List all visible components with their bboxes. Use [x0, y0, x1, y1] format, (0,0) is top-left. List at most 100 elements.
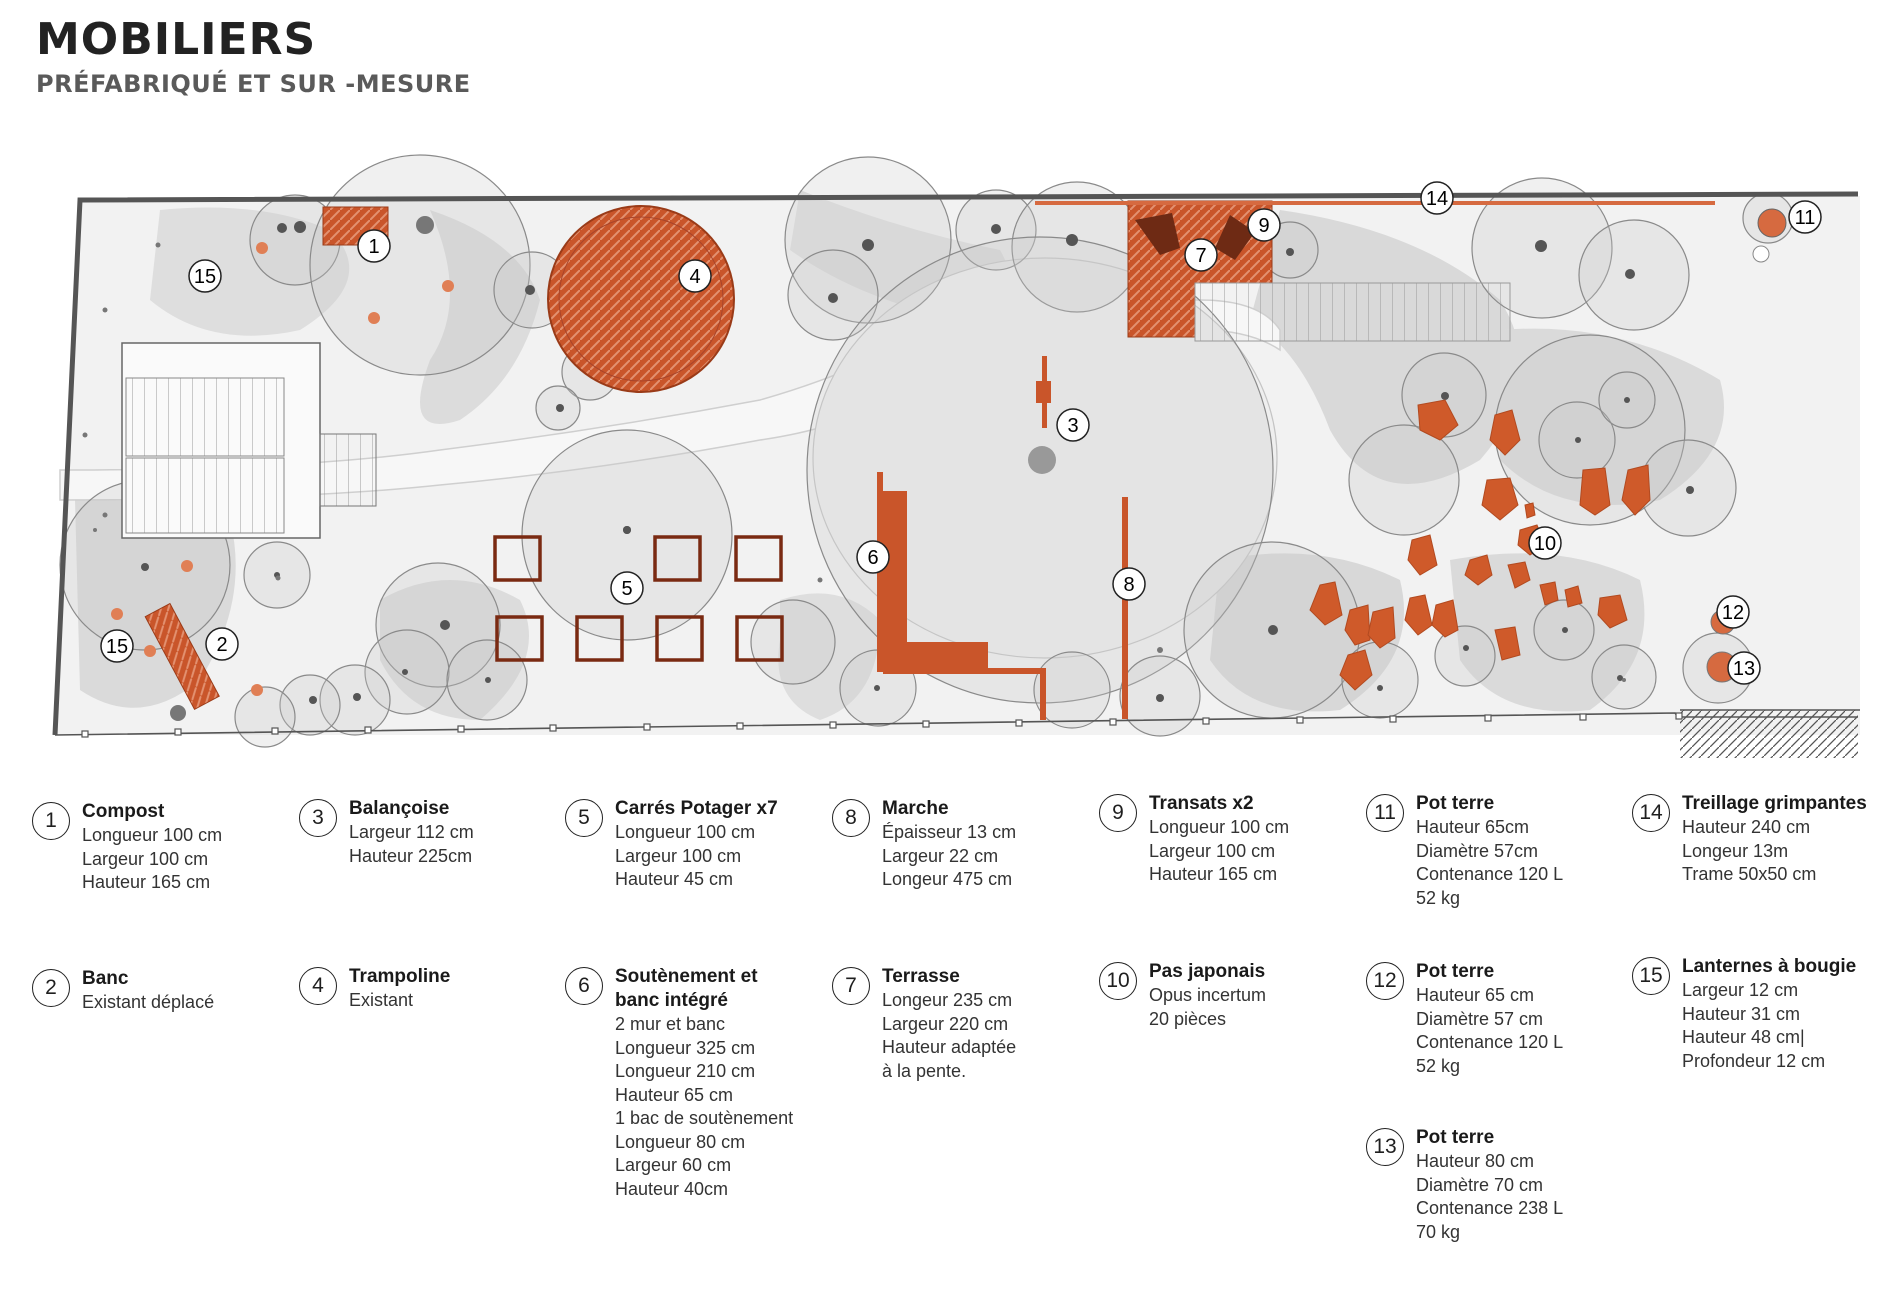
legend-line: 52 kg [1416, 1055, 1461, 1076]
legend-number: 9 [1099, 794, 1137, 832]
plan-marker[interactable]: 9 [1247, 208, 1281, 242]
tree-trunks [141, 216, 1694, 721]
legend-line: Contenance 120 L [1416, 1032, 1564, 1052]
legend-title: Trampoline [349, 966, 451, 987]
legend-line: Largeur 100 cm [82, 848, 209, 869]
transats [1135, 213, 1255, 260]
legend-title: Pot terre [1416, 793, 1495, 814]
plan-marker[interactable]: 3 [1056, 408, 1090, 442]
legend-item: 15 Lanternes à bougie Largeur 12 cm Haut… [1632, 955, 1882, 1073]
svg-text:15: 15 [194, 266, 216, 288]
legend-line: Hauteur 48 cm| [1682, 1027, 1805, 1047]
legend-number: 1 [32, 802, 70, 840]
legend-item: 10 Pas japonais Opus incertum 20 pièces [1099, 960, 1349, 1031]
legend-title: Treillage grimpantes [1682, 793, 1867, 814]
legend-line: Hauteur 45 cm [615, 869, 734, 889]
legend-title: Compost [82, 801, 165, 822]
legend-number: 4 [299, 967, 337, 1005]
legend-line: Profondeur 12 cm [1682, 1050, 1826, 1071]
legend-title: Balançoise [349, 798, 450, 819]
plan-marker-list: 1 2 3 4 5 6 7 8 9 10 11 12 13 14 15 15 [100, 181, 1822, 685]
legend-line: Diamètre 70 cm [1416, 1174, 1544, 1195]
legend-line: Longueur 210 cm [615, 1061, 756, 1081]
legend-item: 8 Marche Épaisseur 13 cm Largeur 22 cm L… [832, 797, 1082, 892]
bench [144, 602, 220, 711]
legend-line: Hauteur 40cm [615, 1178, 729, 1199]
plan-marker[interactable]: 13 [1727, 651, 1761, 685]
legend-line: 52 kg [1416, 887, 1461, 908]
legend-number: 13 [1366, 1128, 1404, 1166]
trampoline [547, 205, 735, 393]
plant-dots [82, 242, 1626, 682]
swing [1036, 356, 1051, 428]
legend-title: Pot terre [1416, 961, 1495, 982]
vegetable-beds [493, 535, 784, 662]
legend-line: Hauteur 65cm [1416, 817, 1530, 837]
legend-line: Épaisseur 13 cm [882, 822, 1017, 842]
legend-title: Marche [882, 798, 949, 819]
legend-item: 4 Trampoline Existant [299, 965, 549, 1013]
legend-line: Longueur 100 cm [615, 822, 756, 842]
legend-line: Largeur 100 cm [615, 845, 742, 866]
legend-title: Carrés Potager x7 [615, 798, 778, 819]
legend-line: Hauteur 80 cm [1416, 1151, 1535, 1171]
legend-line: Longeur 475 cm [882, 869, 1013, 889]
legend-line: Diamètre 57cm [1416, 840, 1539, 861]
legend-title: Lanternes à bougie [1682, 956, 1857, 977]
svg-text:10: 10 [1534, 533, 1556, 555]
plan-marker[interactable]: 15 [100, 629, 134, 663]
legend-item: 5 Carrés Potager x7 Longueur 100 cm Larg… [565, 797, 815, 892]
legend-line: 2 mur et banc [615, 1014, 726, 1034]
legend-line: Trame 50x50 cm [1682, 864, 1817, 884]
legend-line: Diamètre 57 cm [1416, 1008, 1544, 1029]
legend-number: 7 [832, 967, 870, 1005]
legend-item: 1 Compost Longueur 100 cm Largeur 100 cm… [32, 800, 282, 895]
legend-line: Contenance 120 L [1416, 864, 1564, 884]
legend-line: 1 bac de soutènement [615, 1108, 794, 1128]
hatched-zone [1680, 710, 1858, 758]
plan-marker[interactable]: 6 [856, 540, 890, 574]
legend-line: Largeur 112 cm [349, 822, 474, 842]
legend-title: Pas japonais [1149, 961, 1266, 982]
svg-text:4: 4 [689, 266, 700, 288]
legend-line: 70 kg [1416, 1221, 1461, 1242]
legend-title: Transats x2 [1149, 793, 1254, 814]
legend-line: Longeur 235 cm [882, 990, 1013, 1010]
page-subtitle: PRÉFABRIQUÉ ET SUR -MESURE [36, 70, 471, 98]
legend-number: 12 [1366, 962, 1404, 1000]
legend-number: 10 [1099, 962, 1137, 1000]
legend-number: 6 [565, 967, 603, 1005]
legend-item: 3 Balançoise Largeur 112 cm Hauteur 225c… [299, 797, 549, 868]
legend-line: Largeur 22 cm [882, 845, 999, 866]
svg-text:8: 8 [1123, 574, 1134, 596]
legend-number: 2 [32, 969, 70, 1007]
plan-marker[interactable]: 7 [1184, 238, 1218, 272]
plan-marker[interactable]: 15 [188, 259, 222, 293]
legend-item: 13 Pot terre Hauteur 80 cm Diamètre 70 c… [1366, 1126, 1616, 1244]
plan-marker[interactable]: 14 [1420, 181, 1454, 215]
svg-text:11: 11 [1795, 207, 1816, 229]
plan-marker[interactable]: 11 [1788, 200, 1822, 234]
legend-item: 12 Pot terre Hauteur 65 cm Diamètre 57 c… [1366, 960, 1616, 1078]
legend-line: Longueur 100 cm [1149, 817, 1290, 837]
plan-marker[interactable]: 2 [205, 627, 239, 661]
legend-number: 15 [1632, 957, 1670, 995]
legend-line: Longueur 325 cm [615, 1037, 756, 1058]
step [1122, 497, 1128, 719]
plan-marker[interactable]: 8 [1112, 567, 1146, 601]
plan-marker[interactable]: 1 [357, 229, 391, 263]
svg-text:1: 1 [368, 236, 379, 258]
svg-text:12: 12 [1722, 602, 1744, 624]
plan-marker[interactable]: 4 [678, 259, 712, 293]
plan-marker[interactable]: 5 [610, 571, 644, 605]
legend-line: Hauteur 31 cm [1682, 1003, 1801, 1024]
svg-text:15: 15 [106, 636, 128, 658]
legend-line: Hauteur 225cm [349, 845, 473, 866]
legend-item: 14 Treillage grimpantes Hauteur 240 cm L… [1632, 792, 1882, 887]
legend-line: Hauteur 65 cm [615, 1084, 734, 1105]
plan-marker[interactable]: 10 [1528, 526, 1562, 560]
plan-marker[interactable]: 12 [1716, 595, 1750, 629]
legend-line: Largeur 60 cm [615, 1155, 732, 1175]
legend-title: Soutènement et banc intégré [615, 966, 758, 1011]
legend-line: Longueur 100 cm [82, 825, 223, 845]
